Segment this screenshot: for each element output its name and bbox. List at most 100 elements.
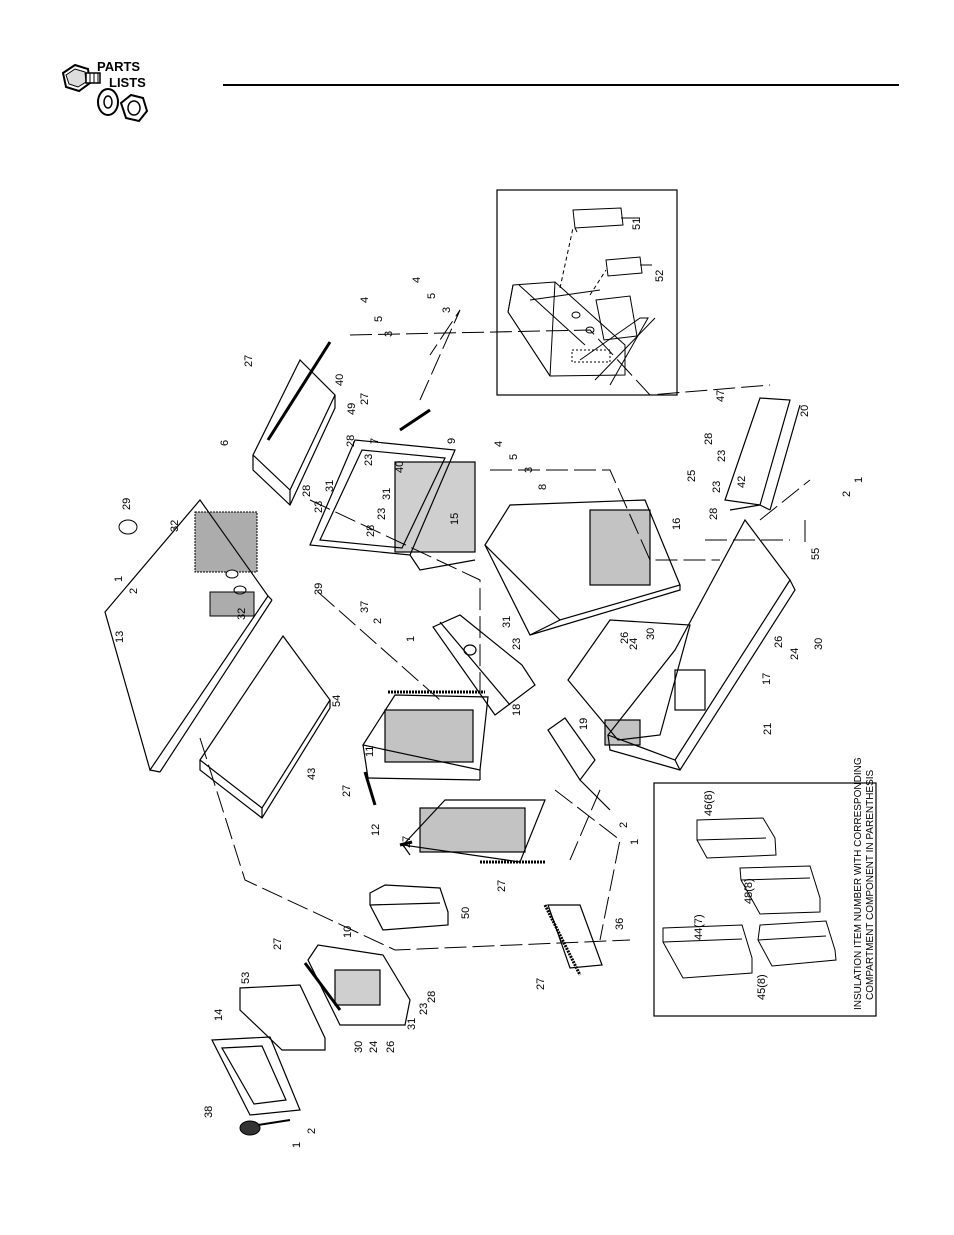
callout-30: 30 [645, 628, 657, 640]
callout-23: 23 [418, 1003, 430, 1015]
part-38-handle [239, 1119, 291, 1136]
part-9-frame [309, 439, 476, 571]
inset-insulation-52 [605, 256, 643, 277]
part-14-door-frame [211, 1036, 301, 1116]
insulation-label-45: 45(8) [756, 974, 768, 1000]
callout-10: 10 [342, 926, 354, 938]
callout-28: 28 [345, 435, 357, 447]
callout-5: 5 [373, 316, 385, 322]
callout-19: 19 [578, 718, 590, 730]
hex-bolt-icon [61, 63, 101, 93]
callout-5: 5 [508, 454, 520, 460]
inset-enclosure [507, 281, 656, 386]
callout-23: 23 [313, 501, 325, 513]
part-20-rail [724, 397, 801, 511]
callout-4: 4 [493, 441, 505, 447]
callout-9: 9 [446, 438, 458, 444]
insulation-panel-44 [662, 924, 753, 979]
washer-icon [97, 88, 119, 116]
part-6-box [252, 358, 336, 507]
callout-2: 2 [128, 588, 140, 594]
callout-31: 31 [406, 1018, 418, 1030]
callout-36: 36 [614, 918, 626, 930]
callout-28: 28 [703, 433, 715, 445]
callout-29: 29 [121, 498, 133, 510]
callout-30: 30 [813, 638, 825, 650]
callout-15: 15 [449, 513, 461, 525]
callout-28: 28 [365, 525, 377, 537]
callout-7: 7 [369, 438, 381, 444]
callout-3: 3 [441, 307, 453, 313]
part-36-strip [547, 904, 603, 969]
callout-6: 6 [219, 440, 231, 446]
callout-47: 47 [715, 390, 727, 402]
callout-42: 42 [736, 476, 748, 488]
callout-4: 4 [411, 277, 423, 283]
callout-27: 27 [243, 355, 255, 367]
insulation-note-line2: COMPARTMENT COMPONENT IN PARENTHESIS [865, 769, 876, 1000]
callout-27: 27 [341, 785, 353, 797]
callout-24: 24 [368, 1041, 380, 1053]
part-27-strips [266, 341, 582, 1011]
callout-13: 13 [114, 631, 126, 643]
callout-23: 23 [711, 481, 723, 493]
part-18-bracket [432, 614, 536, 716]
callout-27: 27 [359, 393, 371, 405]
callout-3: 3 [383, 331, 395, 337]
callout-23: 23 [363, 454, 375, 466]
alignment-lines [199, 309, 811, 951]
callout-23: 23 [376, 508, 388, 520]
part-8-enclosure [484, 499, 681, 636]
callout-31: 31 [381, 488, 393, 500]
insulation-panel-45 [757, 920, 837, 967]
callout-28: 28 [301, 485, 313, 497]
callout-31: 31 [324, 480, 336, 492]
part-16-17-side [567, 619, 691, 746]
callout-2: 2 [306, 1128, 318, 1134]
callout-31: 31 [501, 616, 513, 628]
callout-53: 53 [240, 972, 252, 984]
callout-18: 18 [511, 704, 523, 716]
part-43-base-panel [199, 634, 331, 819]
part-19-bracket [547, 717, 611, 811]
callout-17: 17 [761, 673, 773, 685]
part-10-panel [307, 944, 411, 1026]
callout-1: 1 [113, 576, 125, 582]
inset-insulation-51 [572, 207, 624, 233]
part-53-block [239, 984, 326, 1051]
callout-38: 38 [203, 1106, 215, 1118]
inset-callout-51: 51 [631, 218, 643, 230]
callout-40: 40 [394, 461, 406, 473]
callout-8: 8 [537, 484, 549, 490]
callout-12: 12 [370, 824, 382, 836]
callout-32: 32 [169, 520, 181, 532]
callout-26: 26 [385, 1041, 397, 1053]
callout-43: 43 [306, 768, 318, 780]
part-29-disc [118, 519, 138, 535]
insulation-panel-48 [739, 865, 821, 915]
insulation-label-46: 46(8) [703, 790, 715, 816]
callout-1: 1 [629, 839, 641, 845]
callout-30: 30 [353, 1041, 365, 1053]
logo-text-lists: LISTS [109, 75, 146, 90]
insulation-frame [653, 782, 877, 1017]
callout-39: 39 [313, 583, 325, 595]
callout-27: 27 [272, 938, 284, 950]
callout-27: 27 [401, 836, 413, 848]
callout-25: 25 [686, 470, 698, 482]
callout-27: 27 [496, 880, 508, 892]
callout-37: 37 [359, 601, 371, 613]
callout-21: 21 [762, 723, 774, 735]
callout-55: 55 [810, 548, 822, 560]
callout-26: 26 [773, 636, 785, 648]
callout-16: 16 [671, 518, 683, 530]
callout-28: 28 [426, 991, 438, 1003]
callout-11: 11 [364, 746, 376, 757]
callout-49: 49 [346, 403, 358, 415]
callout-28: 28 [708, 508, 720, 520]
callout-54: 54 [331, 695, 343, 707]
callout-27: 27 [535, 978, 547, 990]
part-11-vented-panel [362, 694, 489, 781]
